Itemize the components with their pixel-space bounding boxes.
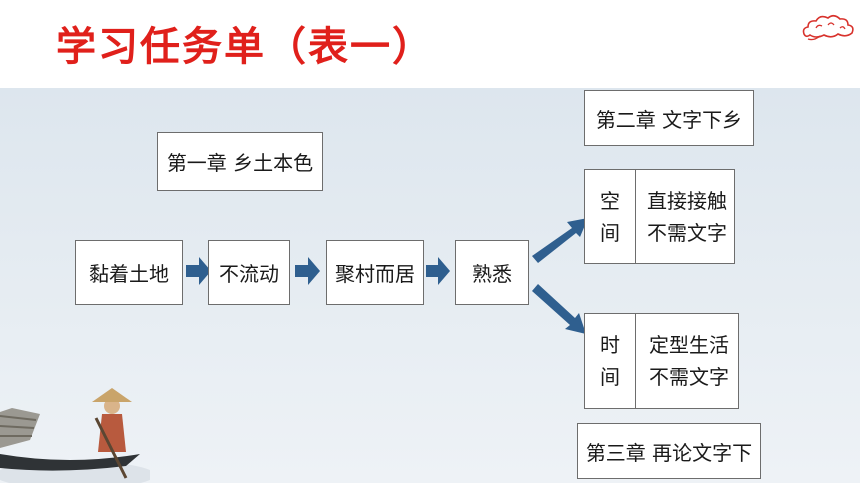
page-title: 学习任务单（表一） bbox=[56, 24, 434, 70]
time-label-char-2: 间 bbox=[600, 365, 620, 389]
arrow-down-right bbox=[532, 284, 586, 334]
chain-node-4: 熟悉 bbox=[455, 240, 529, 305]
boat-illustration bbox=[0, 388, 150, 483]
arrow-right-3 bbox=[426, 257, 450, 285]
time-content: 定型生活 不需文字 bbox=[636, 314, 738, 408]
space-label-char-2: 间 bbox=[600, 220, 620, 245]
space-label: 空 间 bbox=[585, 170, 636, 263]
chain-node-2: 不流动 bbox=[208, 240, 290, 305]
chapter3-box: 第三章 再论文字下 bbox=[577, 423, 761, 479]
cloud-icon bbox=[802, 14, 854, 41]
space-label-char-1: 空 bbox=[600, 188, 620, 213]
space-line-2: 不需文字 bbox=[647, 220, 727, 245]
space-box: 空 间 直接接触 不需文字 bbox=[584, 169, 735, 264]
time-line-2: 不需文字 bbox=[649, 365, 729, 389]
chapter2-box: 第二章 文字下乡 bbox=[584, 90, 754, 146]
arrow-right-2 bbox=[295, 257, 320, 285]
chain-node-1: 黏着土地 bbox=[75, 240, 183, 305]
arrow-up-right bbox=[532, 218, 588, 263]
time-label: 时 间 bbox=[585, 314, 636, 408]
time-box: 时 间 定型生活 不需文字 bbox=[584, 313, 739, 409]
chain-node-3: 聚村而居 bbox=[326, 240, 424, 305]
time-line-1: 定型生活 bbox=[649, 333, 729, 357]
title-bar: 学习任务单（表一） bbox=[0, 0, 860, 88]
arrow-right-1 bbox=[186, 257, 211, 285]
time-label-char-1: 时 bbox=[600, 333, 620, 357]
chapter1-box: 第一章 乡土本色 bbox=[157, 132, 323, 191]
space-content: 直接接触 不需文字 bbox=[636, 170, 734, 263]
space-line-1: 直接接触 bbox=[647, 188, 727, 213]
